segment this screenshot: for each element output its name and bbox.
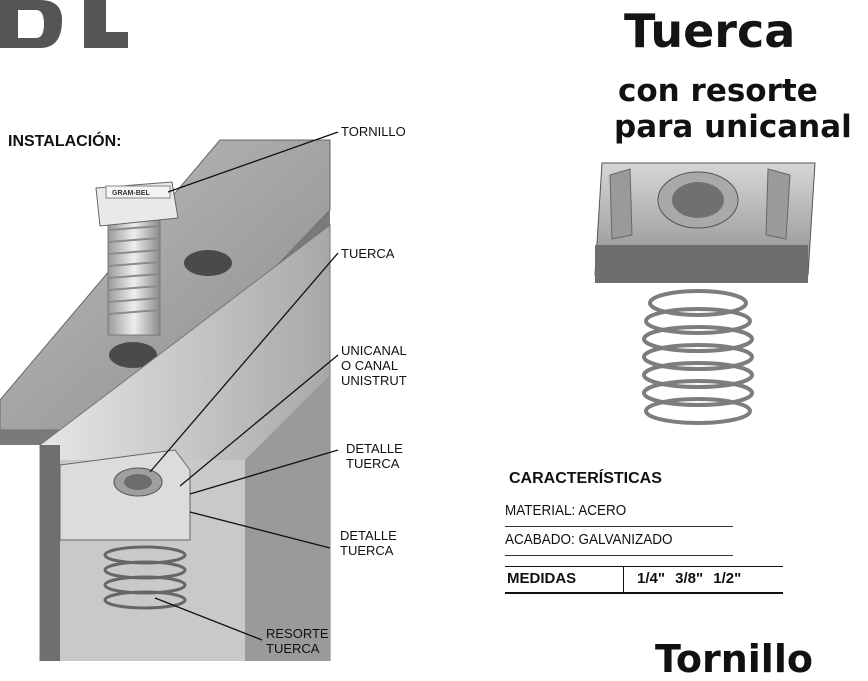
measures-values: 1/4" 3/8" 1/2" bbox=[637, 570, 742, 587]
installation-label: INSTALACIÓN: bbox=[8, 133, 122, 150]
callout-detalle-2: DETALLE TUERCA bbox=[340, 528, 397, 558]
installation-illustration: GRAM-BEL bbox=[0, 139, 331, 661]
specs-title: CARACTERÍSTICAS bbox=[509, 470, 662, 487]
product-subtitle-line1: con resorte bbox=[618, 73, 818, 109]
bolt-head-brand: GRAM-BEL bbox=[112, 190, 150, 197]
callout-resorte: RESORTE TUERCA bbox=[266, 626, 329, 656]
callout-detalle-2-line1: DETALLE bbox=[340, 528, 397, 543]
callout-resorte-line1: RESORTE bbox=[266, 626, 329, 641]
callout-detalle-1: DETALLE TUERCA bbox=[346, 441, 403, 471]
callout-tornillo: TORNILLO bbox=[341, 124, 406, 139]
spec-material: MATERIAL: ACERO bbox=[505, 502, 627, 519]
callout-tuerca: TUERCA bbox=[341, 246, 395, 261]
callout-detalle-1-line1: DETALLE bbox=[346, 441, 403, 456]
spec-divider-1 bbox=[505, 526, 733, 527]
measures-label: MEDIDAS bbox=[507, 570, 577, 587]
measures-top-rule bbox=[505, 566, 783, 567]
callout-unicanal-line3: UNISTRUT bbox=[341, 373, 407, 388]
callout-detalle-1-line2: TUERCA bbox=[346, 456, 400, 471]
callout-leader-lines bbox=[149, 131, 339, 641]
callout-unicanal-line2: O CANAL bbox=[341, 358, 399, 373]
spring-nut-photo bbox=[594, 162, 816, 425]
measures-divider bbox=[623, 566, 624, 594]
callout-resorte-line2: TUERCA bbox=[266, 641, 320, 656]
measures-bottom-rule bbox=[505, 592, 783, 594]
spec-acabado: ACABADO: GALVANIZADO bbox=[505, 531, 673, 548]
measures-row: MEDIDAS 1/4" 3/8" 1/2" bbox=[505, 566, 785, 594]
spec-divider-2 bbox=[505, 555, 733, 556]
product-title: Tuerca bbox=[624, 4, 796, 58]
callout-unicanal: UNICANAL O CANAL UNISTRUT bbox=[341, 343, 407, 388]
callout-detalle-2-line2: TUERCA bbox=[340, 543, 394, 558]
product-subtitle-line2: para unicanal bbox=[614, 109, 852, 145]
callout-unicanal-line1: UNICANAL bbox=[341, 343, 407, 358]
next-section-heading: Tornillo bbox=[655, 637, 813, 681]
brand-logo-fragment bbox=[0, 0, 128, 48]
